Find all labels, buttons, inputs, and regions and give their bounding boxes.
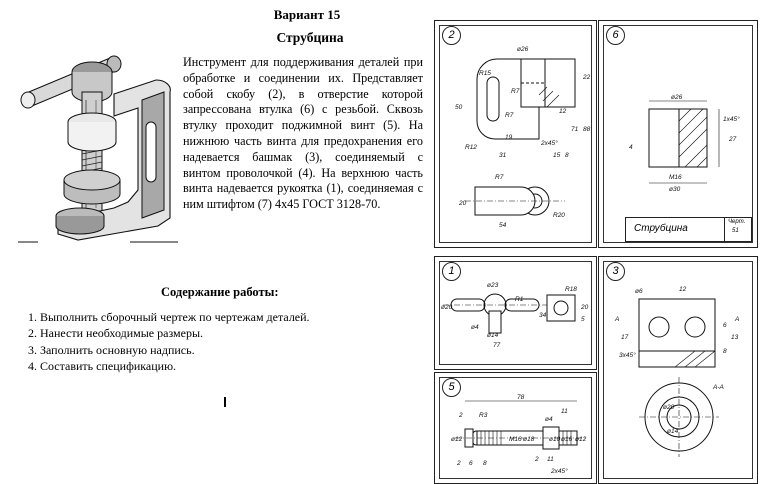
dimension-label: ø26 [671, 94, 683, 101]
dimension-label: M16 [669, 174, 682, 181]
title-block: Струбцина Черт. 51 [625, 217, 752, 242]
dimension-label: 12 [679, 286, 687, 293]
dimension-label: 2x45° [540, 139, 558, 147]
task-item-1: 1. Выполнить сборочный чертеж по чертежа… [28, 310, 310, 324]
part-number-badge: 1 [442, 262, 461, 281]
dimension-label: ø12 [575, 436, 587, 443]
dimension-label: ø18 [523, 436, 535, 443]
dimension-label: M16 [509, 436, 522, 443]
dimension-label: R15 [479, 70, 491, 77]
dimension-label: 20 [458, 200, 467, 207]
task-item-3: 3. Заполнить основную надпись. [28, 343, 195, 357]
dimension-label: ø23 [487, 282, 499, 289]
dimension-label: ø6 [635, 288, 643, 295]
tasks-heading: Содержание работы: [161, 285, 279, 299]
screw-drawing: 78 2 R3 11 ø12 M16 ø18 ø4 ø10 ø16 ø12 2 … [451, 394, 587, 475]
dimension-label: ø20 [441, 304, 453, 311]
dimension-label: 11 [547, 456, 554, 463]
dimension-label: 11 [561, 408, 568, 415]
panel-part-2: 2 ø26 R15 22 50 R7 12 71 88 R7 R12 [434, 20, 597, 248]
dimension-label: 1x45° [723, 115, 740, 123]
dimension-label: 2 [534, 456, 539, 463]
dimension-label: R7 [505, 112, 514, 119]
dimension-label: R20 [553, 212, 565, 219]
handle-drawing: ø23 ø20 R1 R18 34 20 5 ø14 ø4 77 [441, 282, 589, 349]
dimension-label: 77 [493, 342, 501, 349]
dimension-label: 19 [505, 134, 513, 141]
dimension-label: 2x45° [550, 467, 568, 475]
panel-part-1: 1 ø23 ø20 R1 R18 34 20 5 ø14 ø4 77 [434, 256, 597, 370]
dimension-label: 4 [629, 144, 633, 151]
dimension-label: R3 [479, 412, 488, 419]
description-paragraph: Инструмент для поддерживания деталей при… [183, 55, 423, 212]
panel-part-6: 6 ø26 1x45° 27 4 M16 ø30 Струбцина Черт.… [598, 20, 758, 248]
dimension-label: R7 [511, 88, 520, 95]
dimension-label: 5 [581, 316, 585, 323]
dimension-label: 50 [455, 104, 463, 111]
dimension-label: 6 [469, 460, 473, 467]
dimension-label: ø4 [545, 416, 553, 423]
dimension-label: ø16 [561, 436, 573, 443]
panel-part-5: 5 78 2 R3 11 ø12 M16 ø18 ø4 ø10 ø16 [434, 372, 597, 484]
dimension-label: 12 [559, 108, 567, 115]
dimension-label: 2 [456, 460, 461, 467]
bushing-drawing: ø26 1x45° 27 4 M16 ø30 [629, 94, 740, 193]
panel-part-3: 3 ø6 12 A A 17 6 13 8 3x45° A-A ø20 ø14 [598, 256, 758, 484]
task-item-4: 4. Составить спецификацию. [28, 359, 177, 373]
dimension-label: ø30 [669, 186, 681, 193]
dimension-label: 27 [728, 136, 737, 143]
sheet-label: Черт. [728, 219, 746, 225]
part-number-badge: 6 [606, 26, 625, 45]
dimension-label: ø26 [517, 46, 529, 53]
title-block-name: Струбцина [634, 223, 688, 234]
dimension-label: 20 [580, 304, 589, 311]
dimension-label: 15 [553, 152, 561, 159]
dimension-label: 8 [723, 348, 727, 355]
dimension-label: R18 [565, 286, 577, 293]
part-number-badge: 5 [442, 378, 461, 397]
dimension-label: 8 [565, 152, 569, 159]
document-title: Струбцина [276, 30, 344, 45]
dimension-label: ø14 [487, 332, 499, 339]
part-number-badge: 2 [442, 26, 461, 45]
dimension-label: ø4 [471, 324, 479, 331]
dimension-label: 6 [723, 322, 727, 329]
text-cursor [224, 397, 226, 407]
dimension-label: 31 [499, 152, 507, 159]
dimension-label: R7 [495, 174, 504, 181]
dimension-label: 71 [571, 126, 579, 133]
dimension-label: 78 [517, 394, 525, 401]
dimension-label: 8 [483, 460, 487, 467]
bracket-drawing: ø26 R15 22 50 R7 12 71 88 R7 R12 19 2x45… [455, 46, 591, 229]
variant-heading: Вариант 15 [273, 7, 341, 22]
task-item-2: 2. Нанести необходимые размеры. [28, 326, 204, 340]
dimension-label: A [734, 316, 739, 323]
dimension-label: 13 [731, 334, 739, 341]
dimension-label: 3x45° [619, 351, 636, 359]
dimension-label: 2 [458, 412, 463, 419]
dimension-label: 17 [621, 334, 629, 341]
clamp-illustration [18, 55, 178, 243]
dimension-label: ø12 [451, 436, 463, 443]
dimension-label: 88 [583, 126, 591, 133]
dimension-label: 34 [539, 312, 547, 319]
dimension-label: A [614, 316, 619, 323]
sheet-number: 51 [732, 228, 739, 234]
shoe-drawing: ø6 12 A A 17 6 13 8 3x45° A-A ø20 ø14 [614, 286, 739, 457]
dimension-label: 54 [499, 222, 507, 229]
dimension-label: ø14 [667, 428, 679, 435]
dimension-label: R12 [465, 144, 477, 151]
part-number-badge: 3 [606, 262, 625, 281]
dimension-label: A-A [712, 384, 724, 391]
dimension-label: R1 [515, 296, 524, 303]
dimension-label: ø10 [549, 436, 561, 443]
dimension-label: 22 [582, 74, 591, 81]
dimension-label: ø20 [663, 404, 675, 411]
